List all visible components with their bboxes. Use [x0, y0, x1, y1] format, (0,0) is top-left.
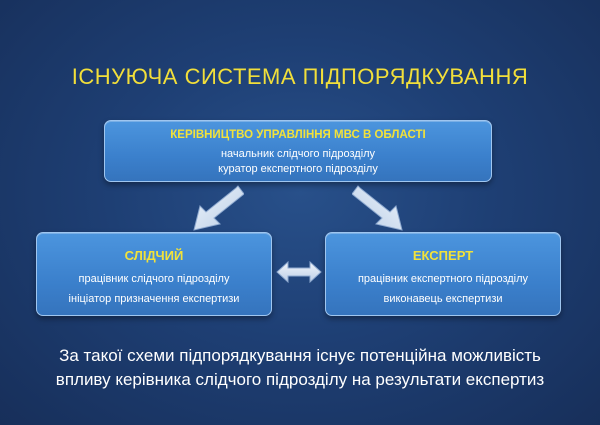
expert-heading: ЕКСПЕРТ: [412, 248, 474, 263]
investigator-line-1: працівник слідчого підрозділу: [78, 273, 230, 285]
management-line-1: начальник слідчого підрозділу: [220, 148, 376, 160]
conclusion-line-1: За такої схеми підпорядкування існує пот…: [59, 346, 541, 365]
arrow-down-right-icon: [352, 185, 403, 231]
expert-box: ЕКСПЕРТ працівник експертного підрозділу…: [325, 232, 561, 316]
expert-line-1: працівник експертного підрозділу: [357, 273, 529, 285]
expert-line-2: виконавець експертизи: [383, 293, 503, 305]
double-arrow-horizontal-icon: [276, 260, 322, 284]
slide-title: ІСНУЮЧА СИСТЕМА ПІДПОРЯДКУВАННЯ: [71, 64, 529, 89]
investigator-heading: СЛІДЧИЙ: [124, 248, 184, 263]
management-box: КЕРІВНИЦТВО УПРАВЛІННЯ МВС В ОБЛАСТІ нач…: [104, 120, 492, 182]
management-heading: КЕРІВНИЦТВО УПРАВЛІННЯ МВС В ОБЛАСТІ: [170, 129, 426, 141]
management-line-2: куратор експертного підрозділу: [218, 163, 378, 175]
arrow-down-left-icon: [193, 185, 244, 231]
conclusion-line-2: впливу керівника слідчого підрозділу на …: [55, 370, 545, 389]
conclusion-caption: За такої схеми підпорядкування існує пот…: [0, 344, 600, 392]
investigator-box: СЛІДЧИЙ працівник слідчого підрозділу ін…: [36, 232, 272, 316]
investigator-line-2: ініціатор призначення експертизи: [68, 293, 240, 305]
